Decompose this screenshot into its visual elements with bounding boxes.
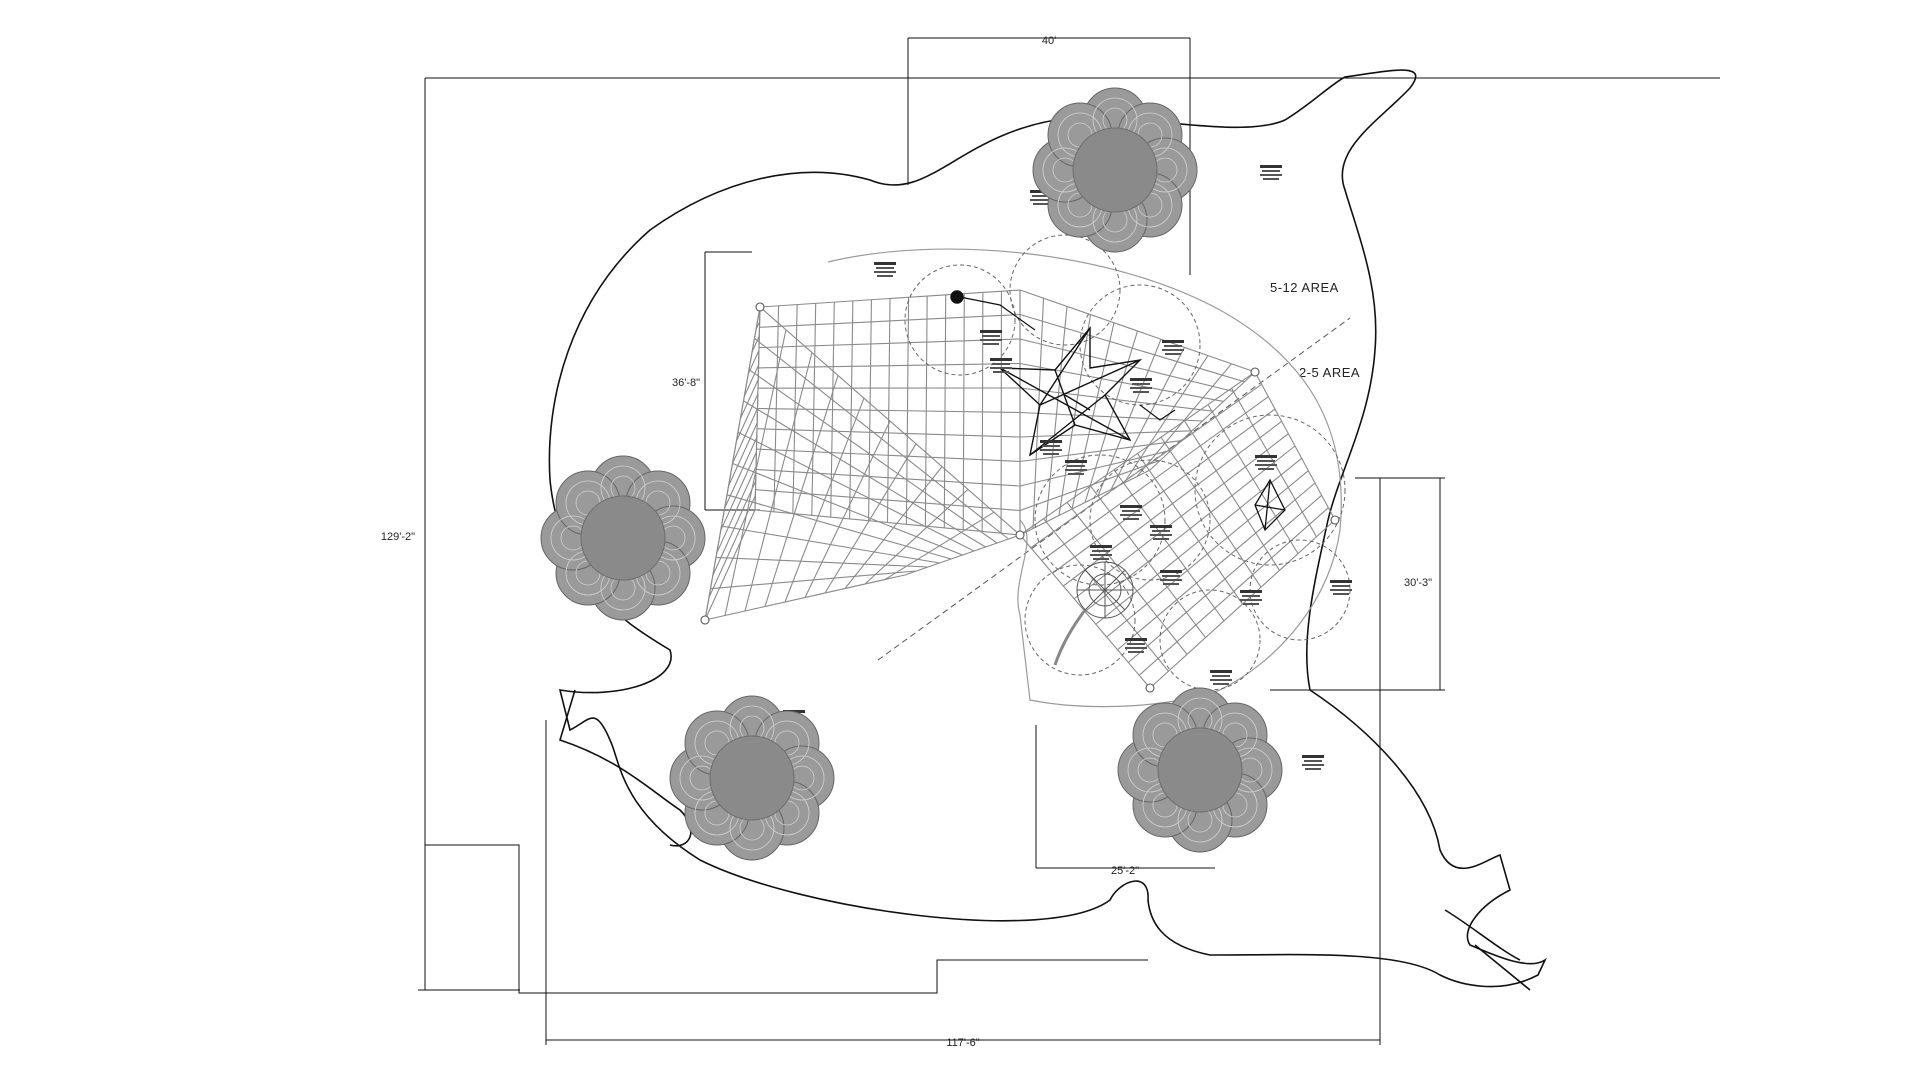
svg-text:117'-6": 117'-6" <box>946 1037 979 1049</box>
dim-bottom: 117'-6" <box>545 478 1381 1049</box>
tree-symbol-icon <box>669 695 835 861</box>
area-label-younger: 2-5 AREA <box>1299 365 1360 380</box>
dim-lower: 25'-2" <box>1035 725 1215 877</box>
dim-right: 30'-3" <box>1270 477 1445 691</box>
tree-symbol-icon <box>1117 687 1283 853</box>
net-structure-icon <box>1053 561 1134 666</box>
alcove-left <box>559 689 692 847</box>
net-climber-right <box>1254 478 1286 532</box>
equipment-zone <box>827 248 1342 708</box>
star-climber-icon <box>950 290 1176 457</box>
svg-text:40': 40' <box>1042 35 1056 47</box>
play-surface-outline <box>548 69 1547 988</box>
tree-symbol-icon <box>540 455 706 621</box>
dim-left: 129'-2" <box>381 78 520 991</box>
tension-net <box>700 289 1340 693</box>
svg-text:30'-3": 30'-3" <box>1404 577 1432 589</box>
svg-text:129'-2": 129'-2" <box>381 531 415 543</box>
path-lower-right <box>1444 909 1531 991</box>
area-label-older: 5-12 AREA <box>1270 280 1339 295</box>
svg-text:36'-8": 36'-8" <box>672 377 700 389</box>
tree-symbol-icon <box>1032 87 1198 253</box>
svg-text:25'-2": 25'-2" <box>1111 865 1139 877</box>
dim-net: 36'-8" <box>672 251 760 511</box>
